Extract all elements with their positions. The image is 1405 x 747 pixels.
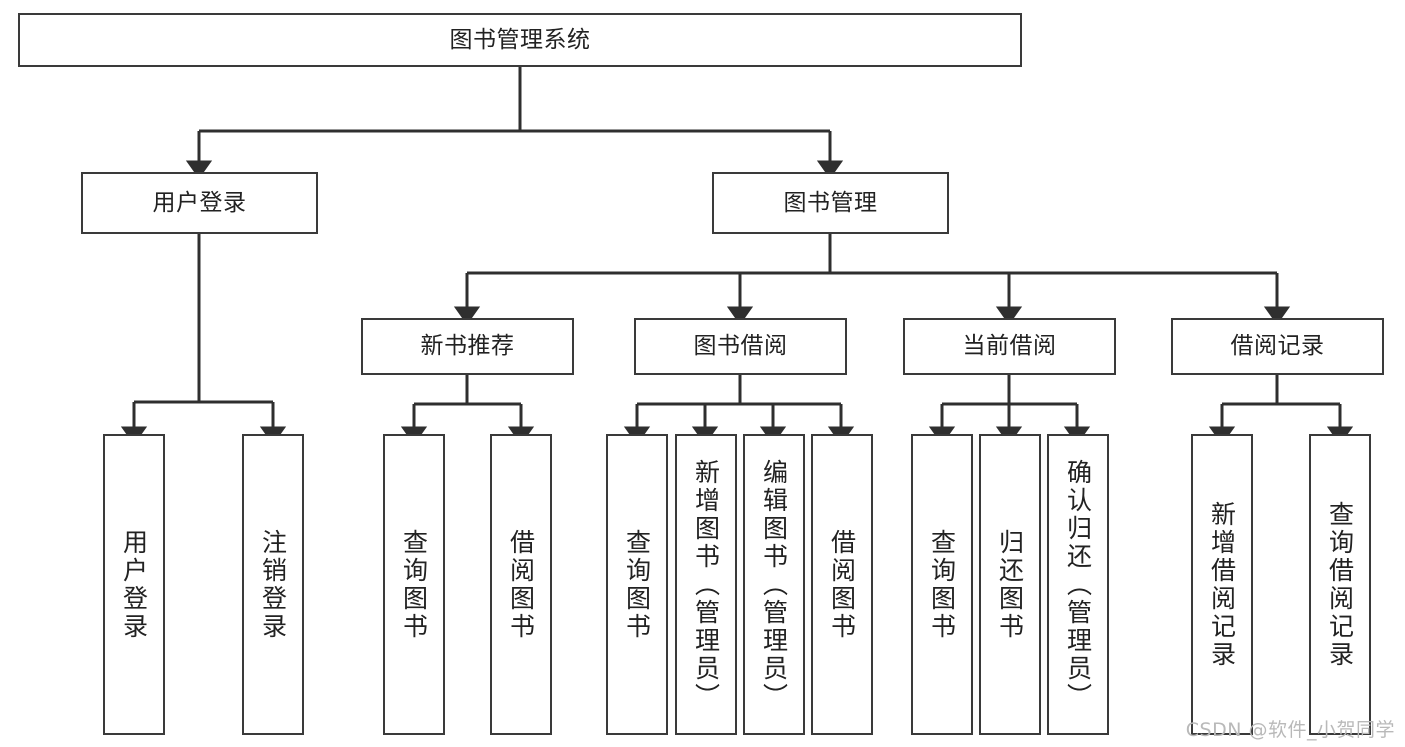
node-leaf-query-record-label: 查询借阅记录 xyxy=(1325,500,1355,669)
node-leaf-add-book[interactable]: 新增图书（管理员） xyxy=(675,434,737,735)
node-borrow-record[interactable]: 借阅记录 xyxy=(1171,318,1384,375)
node-leaf-borrow-book-1-label: 借阅图书 xyxy=(506,528,536,641)
csdn-watermark: CSDN @软件_小贺同学 xyxy=(1185,719,1395,741)
node-current-borrow[interactable]: 当前借阅 xyxy=(903,318,1116,375)
node-user-login-label: 用户登录 xyxy=(152,189,247,216)
node-book-manage-label: 图书管理 xyxy=(783,189,878,216)
node-new-book-rec[interactable]: 新书推荐 xyxy=(361,318,574,375)
node-leaf-edit-book[interactable]: 编辑图书（管理员） xyxy=(743,434,805,735)
node-borrow-record-label: 借阅记录 xyxy=(1230,333,1325,360)
node-leaf-confirm-return[interactable]: 确认归还（管理员） xyxy=(1047,434,1109,735)
node-root-label: 图书管理系统 xyxy=(449,26,591,53)
node-leaf-borrow-book-2-label: 借阅图书 xyxy=(827,528,857,641)
node-new-book-rec-label: 新书推荐 xyxy=(420,333,515,360)
node-book-manage[interactable]: 图书管理 xyxy=(712,172,949,234)
node-leaf-add-record[interactable]: 新增借阅记录 xyxy=(1191,434,1253,735)
node-book-borrow-label: 图书借阅 xyxy=(693,333,788,360)
node-root[interactable]: 图书管理系统 xyxy=(18,13,1022,67)
node-leaf-add-record-label: 新增借阅记录 xyxy=(1207,500,1237,669)
node-leaf-borrow-book-2[interactable]: 借阅图书 xyxy=(811,434,873,735)
node-leaf-query-book-3-label: 查询图书 xyxy=(927,528,957,641)
node-leaf-query-book-1[interactable]: 查询图书 xyxy=(383,434,445,735)
node-leaf-return-book-label: 归还图书 xyxy=(995,528,1025,641)
node-leaf-query-book-3[interactable]: 查询图书 xyxy=(911,434,973,735)
node-leaf-add-book-label: 新增图书（管理员） xyxy=(691,458,721,711)
node-leaf-query-book-2-label: 查询图书 xyxy=(622,528,652,641)
node-book-borrow[interactable]: 图书借阅 xyxy=(634,318,847,375)
node-current-borrow-label: 当前借阅 xyxy=(962,333,1057,360)
node-leaf-query-record[interactable]: 查询借阅记录 xyxy=(1309,434,1371,735)
node-leaf-user-logout-label: 注销登录 xyxy=(258,528,288,641)
node-leaf-user-logout[interactable]: 注销登录 xyxy=(242,434,304,735)
node-user-login[interactable]: 用户登录 xyxy=(81,172,318,234)
node-leaf-user-login-label: 用户登录 xyxy=(119,528,149,641)
node-leaf-query-book-1-label: 查询图书 xyxy=(399,528,429,641)
node-leaf-user-login[interactable]: 用户登录 xyxy=(103,434,165,735)
node-leaf-query-book-2[interactable]: 查询图书 xyxy=(606,434,668,735)
node-leaf-edit-book-label: 编辑图书（管理员） xyxy=(759,458,789,711)
node-leaf-return-book[interactable]: 归还图书 xyxy=(979,434,1041,735)
node-leaf-confirm-return-label: 确认归还（管理员） xyxy=(1063,458,1093,711)
node-leaf-borrow-book-1[interactable]: 借阅图书 xyxy=(490,434,552,735)
